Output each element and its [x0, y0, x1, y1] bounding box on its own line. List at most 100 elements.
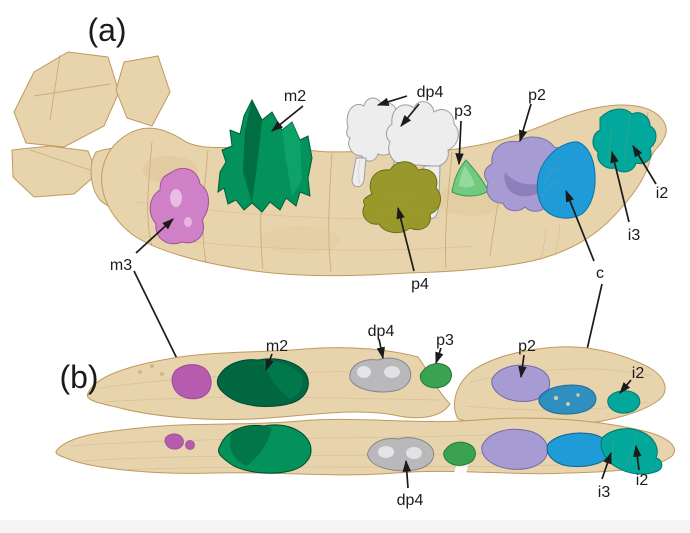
bone-crack-v4	[328, 152, 333, 273]
tooth-dp4-upper-highlight1	[357, 366, 371, 378]
tooth-m3-lower-row-a	[164, 433, 184, 450]
teeth-incisors-lateral	[592, 108, 657, 173]
annotation-i2-b-lower: i2	[633, 444, 649, 489]
annotation-i2-a-label: i2	[656, 185, 669, 202]
footer-strip	[0, 520, 690, 533]
tooth-m2-lower-facet	[229, 425, 272, 466]
annotation-p3-a: p3	[454, 103, 472, 166]
row-upper-striation-3	[469, 368, 653, 383]
annotation-dp4-b-upper: dp4	[368, 323, 394, 360]
tooth-m3-upper-row	[171, 364, 212, 400]
tooth-p3-lower-row	[443, 441, 476, 466]
annotation-p3-b-label: p3	[436, 332, 454, 349]
tooth-dp4-lower-highlight2	[406, 447, 422, 459]
annotation-i2-b-lower-line	[633, 444, 642, 471]
annotation-p2-b-label: p2	[518, 338, 536, 355]
bone-crack-v1	[147, 141, 153, 247]
tooth-m2-facet-dark	[243, 100, 262, 203]
annotation-dp4-a-line2	[400, 103, 420, 127]
teeth-occlusal-lower	[164, 424, 663, 475]
panel-a: (a) m2 dp4 p3 p2 i2	[11, 12, 669, 391]
panel-a-letter: (a)	[87, 12, 126, 48]
tooth-m3-lower-row-b	[185, 440, 195, 450]
annotation-i2-b-upper-label: i2	[632, 365, 645, 382]
tooth-canine-body	[536, 141, 596, 219]
annotation-dp4-b-lower-label: dp4	[397, 492, 424, 509]
annotation-m3-line-up	[135, 218, 174, 254]
annotation-c-label: c	[596, 265, 604, 282]
annotation-c-line-up	[565, 189, 595, 262]
tooth-dp4-anterior-root	[351, 157, 367, 188]
tooth-p2-lower-row	[481, 428, 549, 470]
bone-ghost-root-2	[554, 223, 561, 257]
canine-upper-speckle-3	[576, 393, 580, 397]
tooth-dp4-lower-row	[367, 437, 435, 472]
tooth-i2-upper-row	[607, 390, 641, 414]
row-upper-speckle-3	[160, 372, 164, 376]
annotation-p2-a-line	[518, 103, 532, 143]
annotation-p2-b: p2	[518, 338, 536, 379]
annotation-m2-b-label: m2	[266, 338, 288, 355]
tooth-canine-lateral	[536, 141, 596, 219]
canine-upper-speckle-2	[566, 402, 570, 406]
annotation-m2-b-line	[265, 353, 274, 372]
tooth-canine-texture	[541, 165, 561, 197]
fragment-crack-3	[29, 149, 91, 171]
tooth-incisors-crease	[608, 113, 631, 165]
annotation-p3-a-line	[455, 120, 464, 166]
annotation-p4-a: p4	[396, 206, 429, 293]
annotation-dp4-b-lower: dp4	[397, 459, 424, 509]
annotation-dp4-a-line1	[376, 95, 408, 106]
annotation-p3-b: p3	[435, 332, 454, 365]
annotation-p4-a-line	[396, 206, 415, 272]
tooth-p4-lateral	[362, 161, 442, 234]
tooth-incisors-lower-crease	[612, 431, 639, 467]
canine-upper-speckle-1	[553, 395, 559, 401]
annotation-i2-a-line	[632, 144, 657, 185]
teeth-lateral	[149, 97, 657, 245]
tooth-m2-lateral	[217, 98, 313, 213]
tooth-incisors-lower-row	[600, 428, 663, 475]
annotations-panel-b: (b) m2 dp4 p3 p2 i2	[59, 323, 648, 509]
annotation-p2-a-label: p2	[528, 87, 546, 104]
tooth-p4-body	[362, 161, 442, 234]
annotation-i3-a: i3	[610, 150, 641, 244]
annotation-i3-a-label: i3	[628, 227, 641, 244]
annotation-p2-a: p2	[518, 87, 546, 143]
annotation-i3-b-line	[601, 451, 612, 480]
annotation-m2-a-line	[271, 105, 304, 132]
annotation-i3-a-line	[610, 150, 630, 223]
annotation-dp4-a-label: dp4	[417, 84, 444, 101]
annotation-i2-b-upper: i2	[619, 365, 645, 394]
row-upper-speckle-2	[150, 364, 154, 368]
annotation-dp4-b-lower-line	[402, 459, 412, 489]
annotation-p3-b-line	[435, 347, 444, 365]
tooth-p3-highlight	[459, 166, 475, 188]
annotation-m2-a: m2	[271, 88, 306, 132]
annotation-m3: m3	[110, 218, 187, 379]
bone-fragment-large	[13, 51, 120, 148]
tooth-m3-highlight2	[184, 217, 192, 227]
tooth-dp4-upper-highlight2	[384, 366, 400, 378]
annotation-m3-label: m3	[110, 257, 132, 274]
fragment-crack-1	[49, 54, 61, 121]
annotation-i2-a: i2	[632, 144, 669, 202]
bone-fragment-upper-right	[115, 55, 171, 127]
tooth-p2-upper-row	[491, 364, 551, 402]
bone-mottle-3	[260, 226, 340, 254]
tooth-canine-upper-row	[538, 384, 597, 415]
tooth-dp4-crown	[385, 101, 459, 167]
annotation-p3-a-label: p3	[454, 103, 472, 120]
annotation-m2-b: m2	[265, 338, 288, 372]
annotation-i2-b-lower-label: i2	[636, 472, 649, 489]
tooth-canine-lower-row	[546, 432, 611, 467]
annotations-panel-a: (a) m2 dp4 p3 p2 i2	[87, 12, 669, 391]
annotation-i3-b-label: i3	[598, 484, 611, 501]
fragment-crack-2	[33, 83, 111, 97]
annotation-dp4-b-upper-line	[376, 338, 385, 360]
annotation-p2-b-line	[518, 354, 527, 379]
tooth-p3-lateral	[451, 159, 489, 197]
annotation-m2-a-label: m2	[284, 88, 306, 105]
